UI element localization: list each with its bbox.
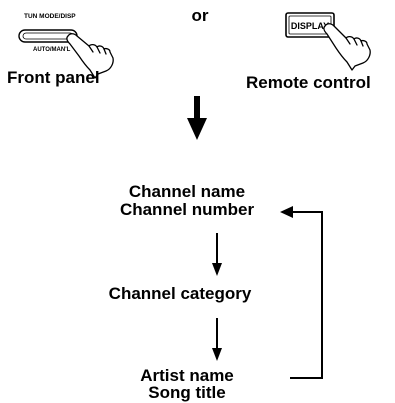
step-channel-name: Channel name <box>128 182 246 201</box>
down-arrow-icon <box>212 318 222 361</box>
front-panel-bottom-text: AUTO/MAN'L <box>33 47 71 53</box>
hand-pointer-icon <box>66 33 114 79</box>
step-song-title: Song title <box>148 383 226 402</box>
loop-arrow-icon <box>280 206 323 379</box>
hand-pointer-icon <box>323 23 371 71</box>
front-panel-label: Front panel <box>7 68 100 87</box>
step-channel-category: Channel category <box>108 284 252 303</box>
step-channel-number: Channel number <box>119 200 255 219</box>
step-artist-name: Artist name <box>140 366 234 385</box>
remote-display-text: DISPLAY <box>291 21 329 31</box>
remote-control-label: Remote control <box>246 73 371 92</box>
or-text: or <box>191 6 209 25</box>
down-arrow-icon <box>212 233 222 276</box>
front-panel-top-text: TUN MODE/DISP <box>24 13 76 20</box>
remote-display-button <box>285 12 335 38</box>
